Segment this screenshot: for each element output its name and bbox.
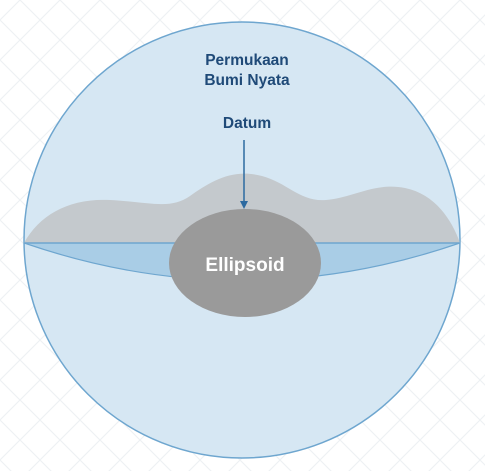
ellipsoid-shape (169, 209, 321, 317)
label-surface-line2: Bumi Nyata (204, 72, 290, 89)
label-surface-line1: Permukaan (205, 52, 289, 69)
label-ellipsoid: Ellipsoid (205, 255, 284, 276)
label-datum: Datum (223, 115, 271, 132)
